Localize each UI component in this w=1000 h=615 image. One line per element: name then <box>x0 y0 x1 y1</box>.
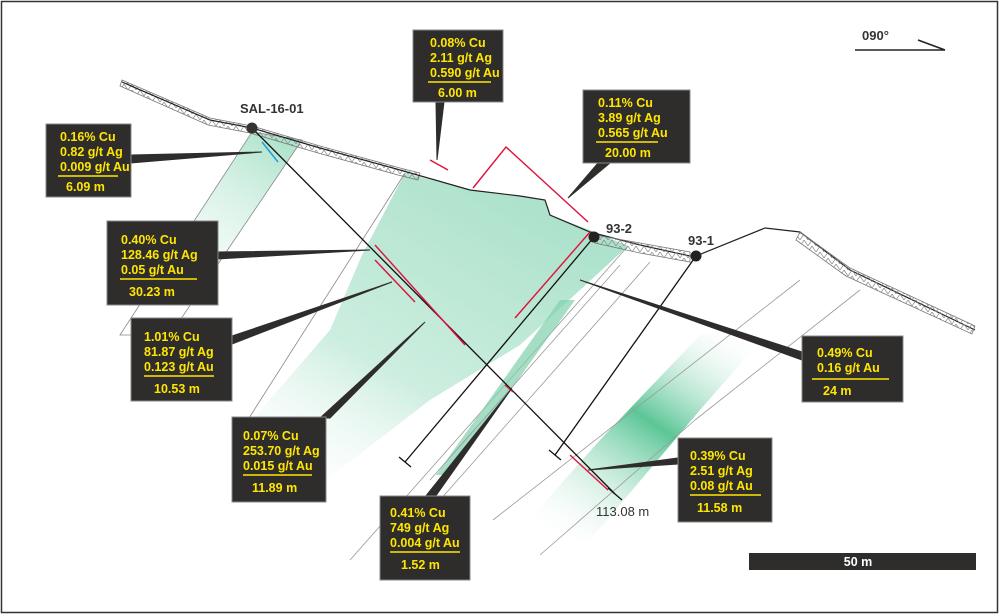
svg-text:0.004 g/t Au: 0.004 g/t Au <box>390 536 460 550</box>
svg-text:1.52 m: 1.52 m <box>401 558 440 572</box>
svg-text:0.009 g/t Au: 0.009 g/t Au <box>60 160 130 174</box>
svg-text:0.11% Cu: 0.11% Cu <box>598 96 653 110</box>
svg-text:0.08% Cu: 0.08% Cu <box>430 36 486 50</box>
svg-text:0.49% Cu: 0.49% Cu <box>817 346 873 360</box>
intercept-dimensions <box>261 141 609 491</box>
topography <box>119 79 976 335</box>
zone-lower-right <box>520 330 770 540</box>
hole-label-93-2: 93-2 <box>606 221 632 236</box>
intercept-box: 0.41% Cu 749 g/t Ag 0.004 g/t Au 1.52 m <box>379 495 471 581</box>
zone-main <box>235 173 628 500</box>
intercept-box: 0.11% Cu 3.89 g/t Ag 0.565 g/t Au 20.00 … <box>582 89 691 164</box>
intercept-box: 0.39% Cu 2.51 g/t Ag 0.08 g/t Au 11.58 m <box>677 437 773 523</box>
hole-label-sal-16-01: SAL-16-01 <box>240 101 304 116</box>
svg-text:0.16 g/t Au: 0.16 g/t Au <box>817 361 880 375</box>
svg-text:30.23 m: 30.23 m <box>129 285 175 299</box>
svg-text:0.08 g/t Au: 0.08 g/t Au <box>690 479 753 493</box>
svg-text:81.87 g/t Ag: 81.87 g/t Ag <box>144 345 214 359</box>
orientation-indicator: 090° <box>855 28 946 51</box>
scale-bar-label: 50 m <box>844 555 873 569</box>
collar-93-1 <box>690 250 702 262</box>
svg-text:0.123 g/t Au: 0.123 g/t Au <box>144 360 214 374</box>
hole-end-marker <box>398 456 412 468</box>
intercept-box: 0.07% Cu 253.70 g/t Ag 0.015 g/t Au 11.8… <box>231 416 327 503</box>
leader-lines <box>130 101 803 498</box>
svg-text:2.11 g/t Ag: 2.11 g/t Ag <box>430 51 492 65</box>
intercept-box: 0.08% Cu 2.11 g/t Ag 0.590 g/t Au 6.00 m <box>412 29 504 103</box>
intercept-box: 0.16% Cu 0.82 g/t Ag 0.009 g/t Au 6.09 m <box>45 123 132 198</box>
svg-text:3.89 g/t Ag: 3.89 g/t Ag <box>598 111 661 125</box>
svg-text:6.09 m: 6.09 m <box>66 180 105 194</box>
svg-text:0.41% Cu: 0.41% Cu <box>390 506 446 520</box>
svg-text:0.590 g/t Au: 0.590 g/t Au <box>430 66 500 80</box>
svg-text:10.53 m: 10.53 m <box>154 382 200 396</box>
svg-text:128.46 g/t Ag: 128.46 g/t Ag <box>121 248 198 262</box>
hole-end-marker <box>548 449 562 461</box>
drill-trace-93-1 <box>554 255 697 456</box>
zone-thin <box>436 300 575 475</box>
collar-sal-16-01 <box>246 122 258 134</box>
svg-text:2.51 g/t Ag: 2.51 g/t Ag <box>690 464 753 478</box>
svg-text:11.58 m: 11.58 m <box>697 501 742 515</box>
svg-text:0.015 g/t Au: 0.015 g/t Au <box>243 459 313 473</box>
intercept-box: 1.01% Cu 81.87 g/t Ag 0.123 g/t Au 10.53… <box>130 317 233 402</box>
hole-label-93-1: 93-1 <box>688 233 714 248</box>
svg-text:20.00 m: 20.00 m <box>605 146 651 160</box>
intercept-box: 0.40% Cu 128.46 g/t Ag 0.05 g/t Au 30.23… <box>106 220 219 306</box>
svg-text:749 g/t Ag: 749 g/t Ag <box>390 521 449 535</box>
svg-text:0.07% Cu: 0.07% Cu <box>243 429 299 443</box>
scale-bar: 50 m <box>749 553 976 570</box>
svg-text:6.00 m: 6.00 m <box>438 86 477 100</box>
svg-text:1.01% Cu: 1.01% Cu <box>144 330 200 344</box>
hole-end-depth: 113.08 m <box>596 504 649 519</box>
svg-text:253.70 g/t Ag: 253.70 g/t Ag <box>243 444 320 458</box>
svg-text:0.16% Cu: 0.16% Cu <box>60 130 116 144</box>
svg-text:0.39% Cu: 0.39% Cu <box>690 449 746 463</box>
collar-93-2 <box>588 231 600 243</box>
svg-text:0.565 g/t Au: 0.565 g/t Au <box>598 126 668 140</box>
svg-text:0.40% Cu: 0.40% Cu <box>121 233 177 247</box>
svg-text:11.89 m: 11.89 m <box>252 481 297 495</box>
hole-end-marker <box>607 487 623 501</box>
orientation-label: 090° <box>862 28 889 43</box>
svg-text:0.05 g/t Au: 0.05 g/t Au <box>121 263 184 277</box>
svg-text:24 m: 24 m <box>823 384 852 398</box>
intercept-box: 0.49% Cu 0.16 g/t Au 24 m <box>801 335 904 403</box>
drill-trace-93-2 <box>404 236 595 463</box>
svg-text:0.82 g/t Ag: 0.82 g/t Ag <box>60 145 123 159</box>
